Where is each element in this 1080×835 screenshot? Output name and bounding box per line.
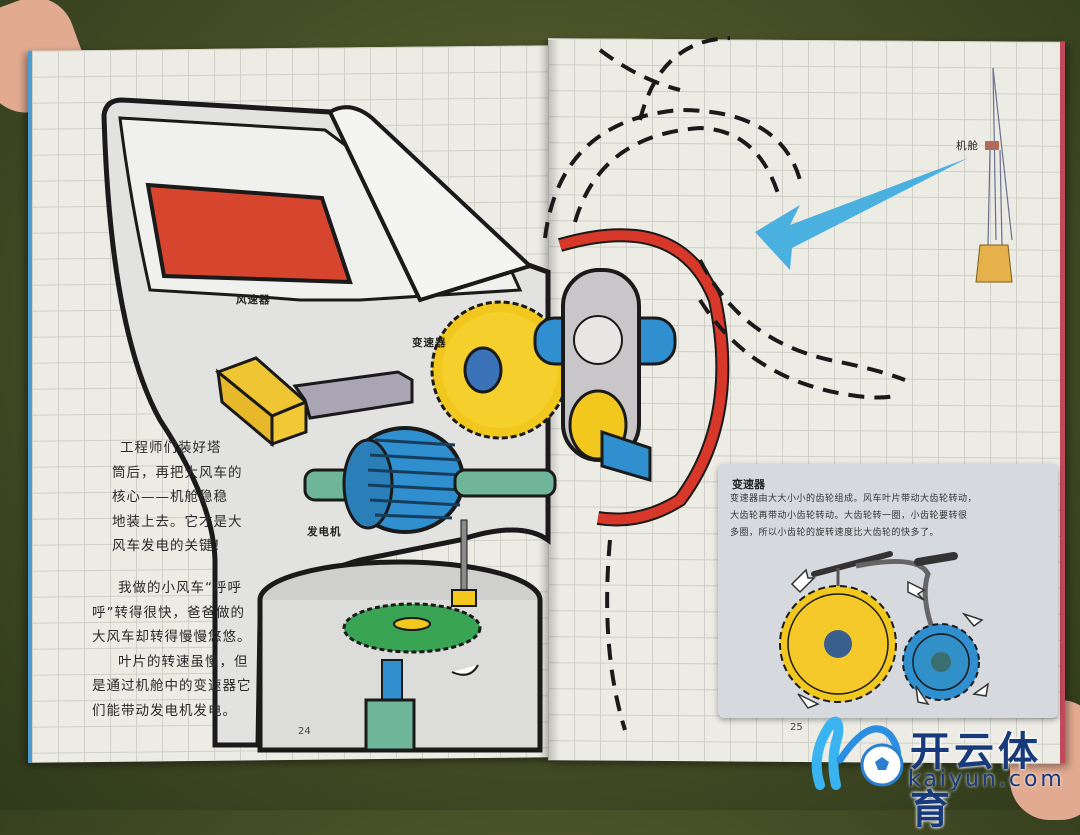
nacelle-label: 机舱 — [956, 140, 979, 152]
windmill-paragraph: 我做的小风车“呼呼 呼”转得很快，爸爸做的 大风车却转得慢慢悠悠。 叶片的转速虽… — [92, 576, 277, 723]
text-line: 我做的小风车“呼呼 — [118, 580, 242, 596]
generator-label: 发电机 — [307, 526, 342, 538]
kaiyun-watermark: 开云体育 kaiyun.com — [800, 705, 1070, 833]
gearbox-label: 变速器 — [412, 337, 447, 349]
text-line: 叶片的转速虽慢，但 — [118, 653, 249, 670]
text-line: 是通过机舱中的变速器它 — [92, 678, 252, 694]
text-line: 地装上去。它才是大 — [112, 513, 243, 530]
kaiyun-logo-icon — [811, 716, 904, 790]
text-line: 核心——机舱稳稳 — [112, 489, 228, 505]
text-line: 风车发电的关键！ — [112, 538, 228, 554]
page-number-right: 25 — [790, 722, 803, 733]
text-line: 筒后，再把大风车的 — [112, 464, 243, 481]
gear-bicycle-diagram — [779, 551, 990, 709]
info-box-title: 变速器 — [732, 478, 765, 491]
text-line: 多圈，所以小齿轮的旋转速度比大齿轮的快多了。 — [730, 528, 940, 538]
text-line: 们能带动发电机发电。 — [92, 702, 237, 719]
text-line: 工程师们装好塔 — [120, 440, 222, 456]
intro-paragraph: 工程师们装好塔 筒后，再把大风车的 核心——机舱稳稳 地装上去。它才是大 风车发… — [112, 436, 287, 559]
kaiyun-url: kaiyun.com — [908, 767, 1065, 792]
page-number-left: 24 — [298, 726, 311, 737]
info-box-text: 变速器由大大小小的齿轮组成。风车叶片带动大齿轮转动， 大齿轮再带动小齿轮转动。大… — [730, 491, 1048, 542]
text-line: 变速器由大大小小的齿轮组成。风车叶片带动大齿轮转动， — [730, 494, 978, 504]
nacelle-illustration — [101, 36, 1013, 753]
text-line: 呼”转得很快，爸爸做的 — [92, 604, 245, 621]
gearbox-info-box: 变速器 变速器由大大小小的齿轮组成。风车叶片带动大齿轮转动， 大齿轮再带动小齿轮… — [718, 464, 1058, 718]
anemometer-label: 风速器 — [236, 294, 271, 306]
text-line: 大齿轮再带动小齿轮转动。大齿轮转一圈，小齿轮要转很 — [730, 511, 968, 521]
text-line: 大风车却转得慢慢悠悠。 — [92, 629, 252, 645]
